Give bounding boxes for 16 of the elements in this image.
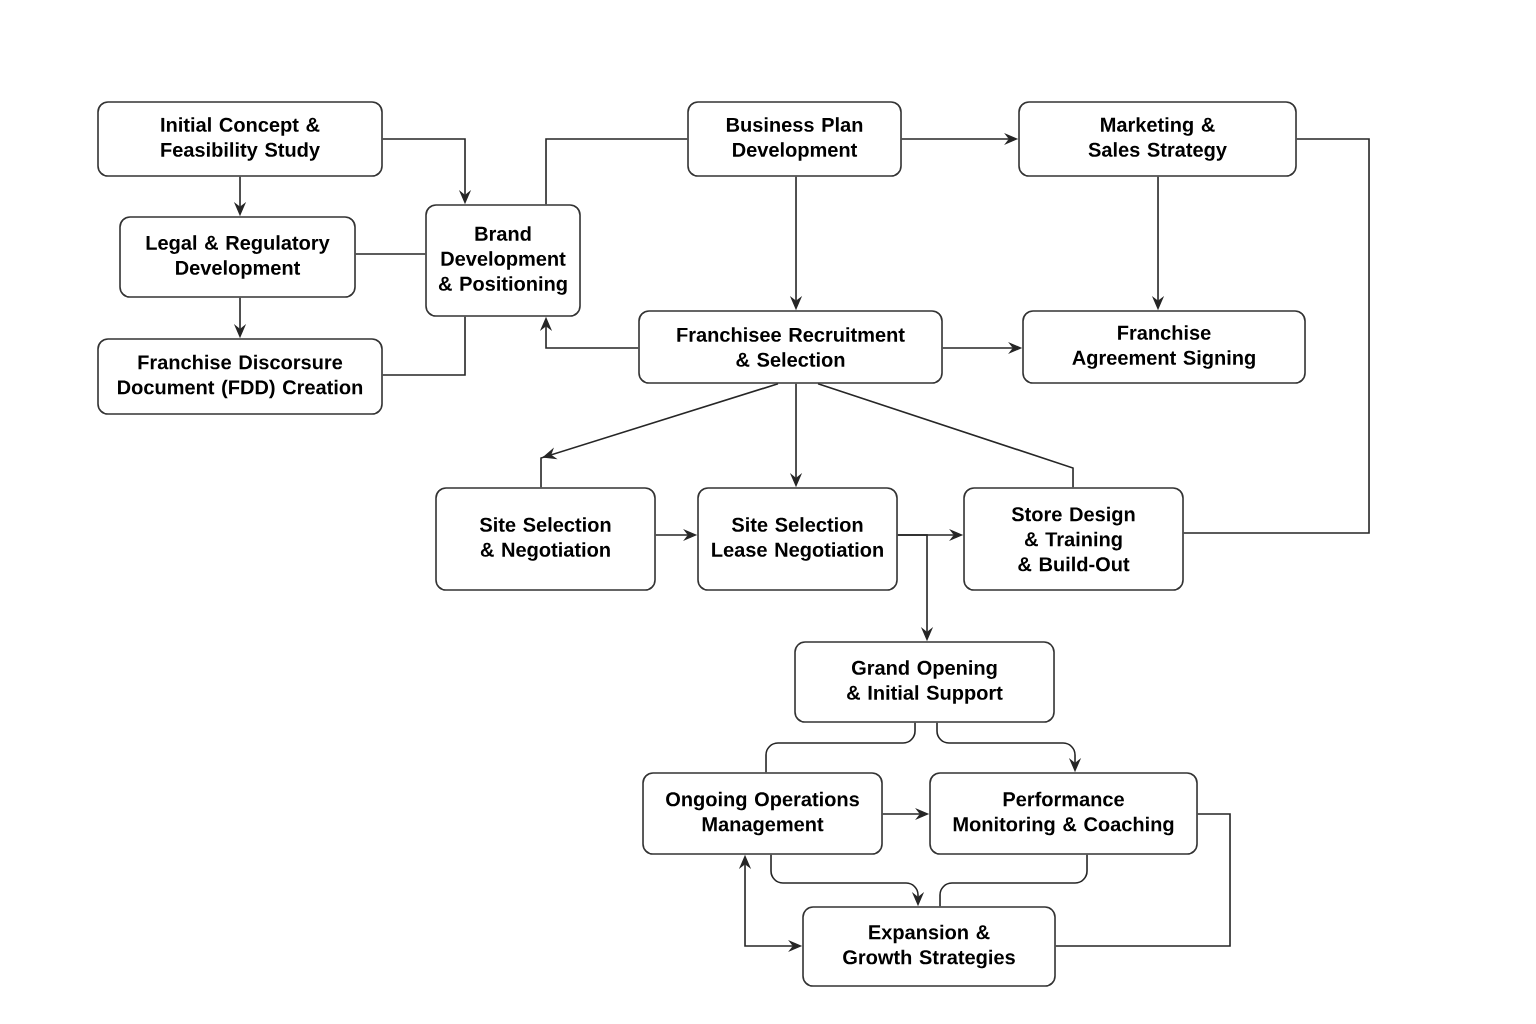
process-box: Site Selection & Negotiation <box>435 487 656 591</box>
process-box: Franchisee Recruitment & Selection <box>638 310 943 384</box>
process-box: Performance Monitoring & Coaching <box>929 772 1198 855</box>
process-box: Grand Opening & Initial Support <box>794 641 1055 723</box>
process-box: Marketing & Sales Strategy <box>1018 101 1297 177</box>
process-box: Expansion & Growth Strategies <box>802 906 1056 987</box>
process-box: Franchise Discorsure Document (FDD) Creation <box>97 338 383 415</box>
process-box: Business Plan Development <box>687 101 902 177</box>
arrow <box>540 383 779 488</box>
process-box: Site Selection Lease Negotiation <box>697 487 898 591</box>
process-box: Franchise Agreement Signing <box>1022 310 1306 384</box>
process-box: Store Design & Training & Build-Out <box>963 487 1184 591</box>
process-box: Legal & Regulatory Development <box>119 216 356 298</box>
process-box: Initial Concept & Feasibility Study <box>97 101 383 177</box>
process-box: Brand Development & Positioning <box>425 204 581 317</box>
process-box: Ongoing Operations Management <box>642 772 883 855</box>
